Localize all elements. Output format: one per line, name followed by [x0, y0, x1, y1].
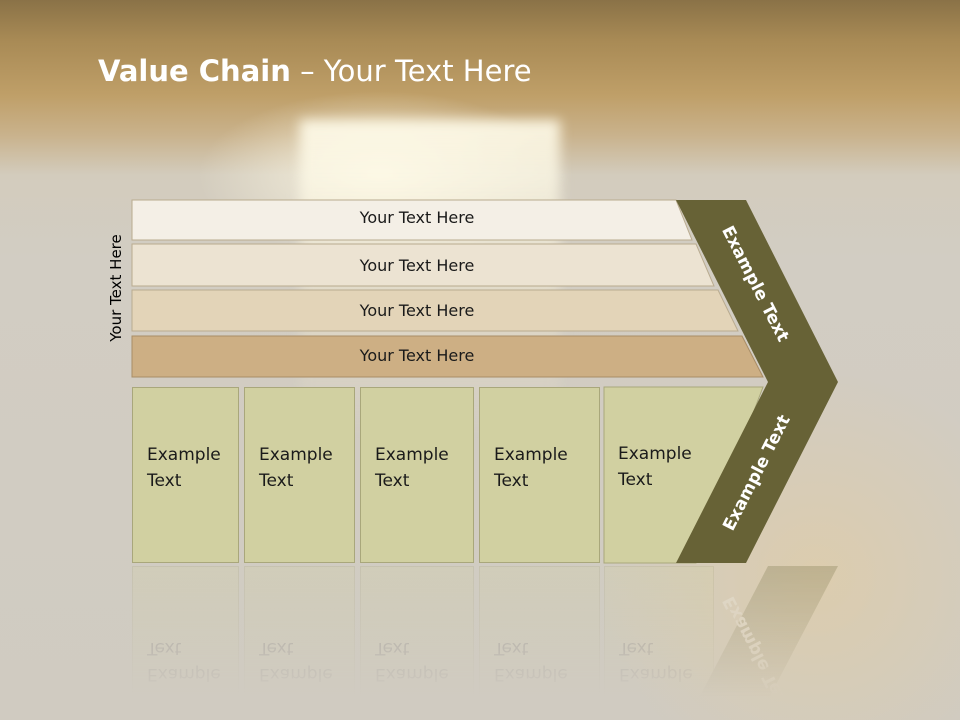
- column-3-line1: Example: [375, 445, 449, 465]
- slide-title: Value Chain – Your Text Here: [98, 54, 532, 88]
- band-3-shape: [131, 289, 739, 332]
- band-1-label: Your Text Here: [359, 208, 475, 227]
- column-5: Example Text: [604, 387, 724, 563]
- column-4-line1: Example: [494, 445, 568, 465]
- band-2-shape: [131, 243, 715, 287]
- diagram-reflection: Example Text Example Text Example Text E…: [0, 566, 960, 720]
- band-2-label: Your Text Here: [359, 256, 475, 275]
- column-3-line2: Text: [375, 471, 410, 491]
- column-2-line2: Text: [259, 471, 294, 491]
- band-1-shape: [131, 199, 693, 241]
- chevron-shape: [676, 200, 838, 563]
- column-1: Example Text: [132, 387, 239, 563]
- band-3-label: Your Text Here: [359, 301, 475, 320]
- column-1-line1: Example: [147, 445, 221, 465]
- column-3: Example Text: [360, 387, 474, 563]
- column-5-line2: Text: [618, 470, 653, 490]
- column-5-line1: Example: [618, 444, 692, 464]
- reflection-chevron-shape: [676, 566, 838, 720]
- band-4-label: Your Text Here: [359, 346, 475, 365]
- column-2: Example Text: [244, 387, 355, 563]
- band-4-shape: [131, 335, 764, 378]
- column-1-line2: Text: [147, 471, 182, 491]
- reflection-chevron: [676, 566, 838, 720]
- column-4-line2: Text: [494, 471, 529, 491]
- column-4: Example Text: [479, 387, 600, 563]
- column-2-line1: Example: [259, 445, 333, 465]
